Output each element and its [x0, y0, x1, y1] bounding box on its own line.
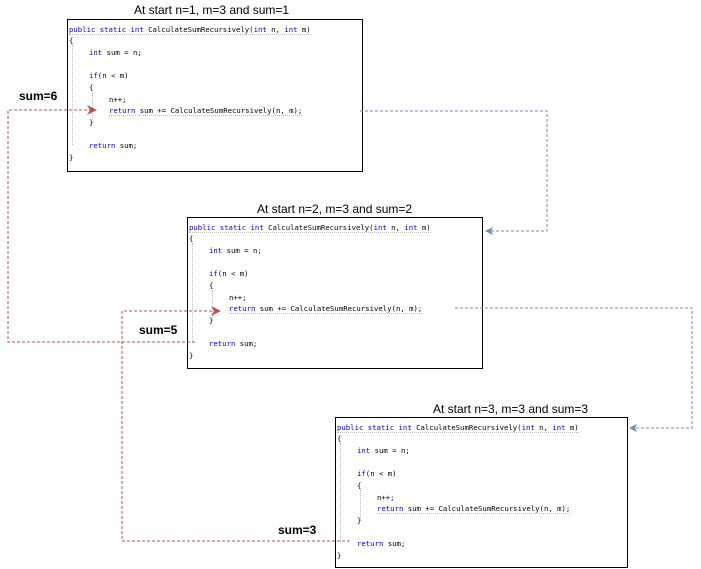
- method-name: CalculateSumRecursively(: [148, 25, 254, 34]
- recursive-return-statement: return sum += CalculateSumRecursively(n,…: [229, 304, 423, 314]
- method-open-brace: {: [69, 36, 74, 45]
- keyword-int: int: [209, 246, 223, 255]
- method-name: CalculateSumRecursively(: [268, 223, 374, 232]
- param-type-m: int: [552, 423, 566, 432]
- sum-declaration-rest: sum = n;: [102, 48, 142, 57]
- if-condition: (n < m): [217, 269, 249, 278]
- if-statement: if(n < m): [89, 71, 129, 80]
- frame-1-caption: At start n=1, m=3 and sum=1: [134, 3, 290, 17]
- frame-1-code-box: public static int CalculateSumRecursivel…: [67, 19, 363, 172]
- keyword-if: if: [357, 469, 366, 478]
- sum-declaration: int sum = n;: [209, 246, 262, 255]
- param-n: n,: [534, 423, 553, 432]
- sum-declaration-rest: sum = n;: [370, 446, 410, 455]
- param-type-n: int: [521, 423, 535, 432]
- indent-guide: [360, 490, 361, 520]
- param-m: m): [565, 423, 579, 432]
- frame-2-code-box: public static int CalculateSumRecursivel…: [187, 217, 483, 369]
- keyword-int: int: [357, 446, 371, 455]
- method-name: CalculateSumRecursively(: [416, 423, 522, 432]
- method-signature: public static int CalculateSumRecursivel…: [189, 223, 431, 233]
- keyword-return: return: [357, 539, 384, 548]
- keyword-public: public: [69, 25, 96, 34]
- method-close-brace: }: [337, 551, 342, 560]
- keyword-static: static: [219, 223, 247, 232]
- final-return-statement: return sum;: [357, 539, 405, 548]
- param-m: m): [417, 223, 431, 232]
- indent-guide: [72, 45, 73, 145]
- increment-statement: n++;: [377, 493, 395, 502]
- keyword-return: return: [377, 504, 404, 513]
- increment-statement: n++;: [229, 293, 247, 302]
- indent-guide: [212, 290, 213, 320]
- param-type-n: int: [373, 223, 387, 232]
- indent-guide: [340, 443, 341, 543]
- if-open-brace: {: [357, 481, 362, 490]
- method-open-brace: {: [337, 434, 342, 443]
- keyword-int: int: [250, 223, 264, 232]
- sum-declaration: int sum = n;: [357, 446, 410, 455]
- return-sum: sum;: [115, 141, 138, 150]
- if-statement: if(n < m): [209, 269, 249, 278]
- keyword-public: public: [189, 223, 216, 232]
- if-close-brace: }: [89, 118, 94, 127]
- indent-guide: [192, 243, 193, 343]
- keyword-return: return: [109, 106, 136, 115]
- method-signature: public static int CalculateSumRecursivel…: [69, 25, 311, 35]
- keyword-int: int: [130, 25, 144, 34]
- param-m: m): [297, 25, 311, 34]
- return-label-sum-5: sum=5: [139, 323, 178, 337]
- final-return-statement: return sum;: [209, 339, 257, 348]
- method-close-brace: }: [189, 351, 194, 360]
- if-statement: if(n < m): [357, 469, 397, 478]
- if-condition: (n < m): [97, 71, 129, 80]
- recursive-call: sum += CalculateSumRecursively(n, m);: [403, 504, 571, 513]
- param-type-m: int: [404, 223, 418, 232]
- frame-2-caption: At start n=2, m=3 and sum=2: [257, 202, 413, 216]
- call-arrow-2-to-3: [455, 307, 693, 432]
- sum-declaration: int sum = n;: [89, 48, 142, 57]
- keyword-int: int: [89, 48, 103, 57]
- keyword-static: static: [367, 423, 395, 432]
- recursive-return-statement: return sum += CalculateSumRecursively(n,…: [109, 106, 303, 116]
- frame-3-code-box: public static int CalculateSumRecursivel…: [335, 417, 628, 568]
- keyword-if: if: [209, 269, 218, 278]
- recursive-call: sum += CalculateSumRecursively(n, m);: [255, 304, 423, 313]
- return-arrow-2-to-1: [7, 105, 195, 343]
- if-condition: (n < m): [365, 469, 397, 478]
- return-sum: sum;: [235, 339, 258, 348]
- return-label-sum-6: sum=6: [19, 89, 58, 103]
- param-type-m: int: [284, 25, 298, 34]
- param-n: n,: [386, 223, 405, 232]
- if-open-brace: {: [209, 281, 214, 290]
- param-type-n: int: [253, 25, 267, 34]
- call-arrow-1-to-2: [360, 110, 548, 235]
- final-return-statement: return sum;: [89, 141, 137, 150]
- method-close-brace: }: [69, 153, 74, 162]
- sum-declaration-rest: sum = n;: [222, 246, 262, 255]
- recursive-call: sum += CalculateSumRecursively(n, m);: [135, 106, 303, 115]
- keyword-static: static: [99, 25, 127, 34]
- keyword-public: public: [337, 423, 364, 432]
- method-signature: public static int CalculateSumRecursivel…: [337, 423, 579, 433]
- frame-3-caption: At start n=3, m=3 and sum=3: [433, 402, 589, 416]
- keyword-return: return: [209, 339, 236, 348]
- param-n: n,: [266, 25, 285, 34]
- if-open-brace: {: [89, 83, 94, 92]
- if-close-brace: }: [357, 516, 362, 525]
- keyword-if: if: [89, 71, 98, 80]
- return-sum: sum;: [383, 539, 406, 548]
- recursive-return-statement: return sum += CalculateSumRecursively(n,…: [377, 504, 571, 514]
- return-arrow-3-to-2: [121, 306, 350, 542]
- keyword-return: return: [89, 141, 116, 150]
- method-open-brace: {: [189, 234, 194, 243]
- keyword-int: int: [398, 423, 412, 432]
- return-label-sum-3: sum=3: [278, 523, 317, 537]
- increment-statement: n++;: [109, 95, 127, 104]
- keyword-return: return: [229, 304, 256, 313]
- if-close-brace: }: [209, 316, 214, 325]
